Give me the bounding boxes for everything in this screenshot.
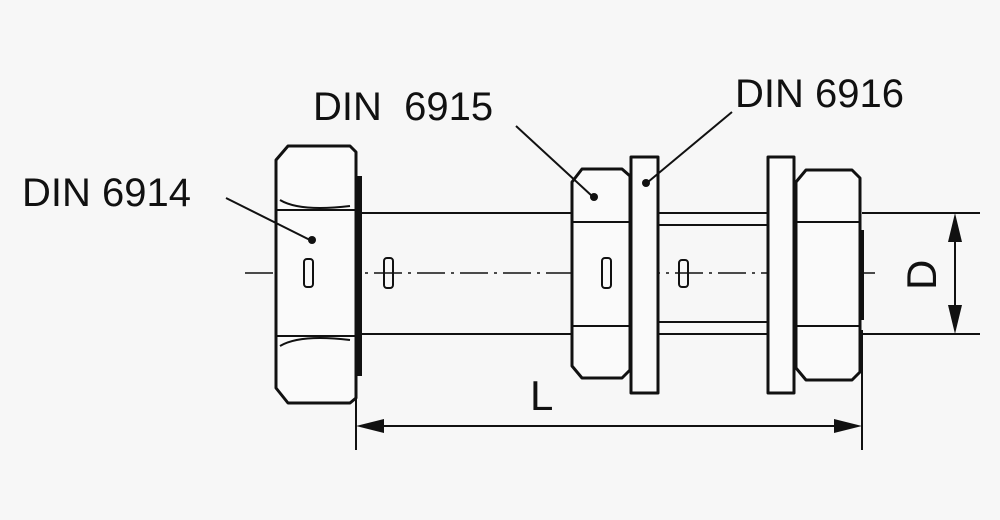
label-diameter: D: [898, 260, 945, 290]
washer-din-6916-right: [766, 155, 796, 395]
slot-marks: [303, 257, 689, 289]
label-din-6915: DIN 6915: [313, 85, 493, 129]
bolt-head-din-6914: [274, 144, 362, 405]
washer-din-6916-left: [629, 155, 660, 395]
bolt-head-washer-face: [356, 176, 362, 376]
bolt-shank: [356, 212, 768, 335]
bolt-end-chamfer: [860, 230, 864, 320]
label-length: L: [530, 372, 553, 419]
leader-din-6916: [642, 111, 733, 187]
diameter-dimension: [862, 212, 980, 335]
leader-din-6914: [225, 197, 316, 244]
label-din-6916: DIN 6916: [735, 72, 904, 116]
length-dimension: [355, 330, 863, 450]
label-din-6914: DIN 6914: [22, 171, 191, 215]
nut-right: [794, 168, 864, 382]
leader-din-6915: [515, 125, 598, 201]
